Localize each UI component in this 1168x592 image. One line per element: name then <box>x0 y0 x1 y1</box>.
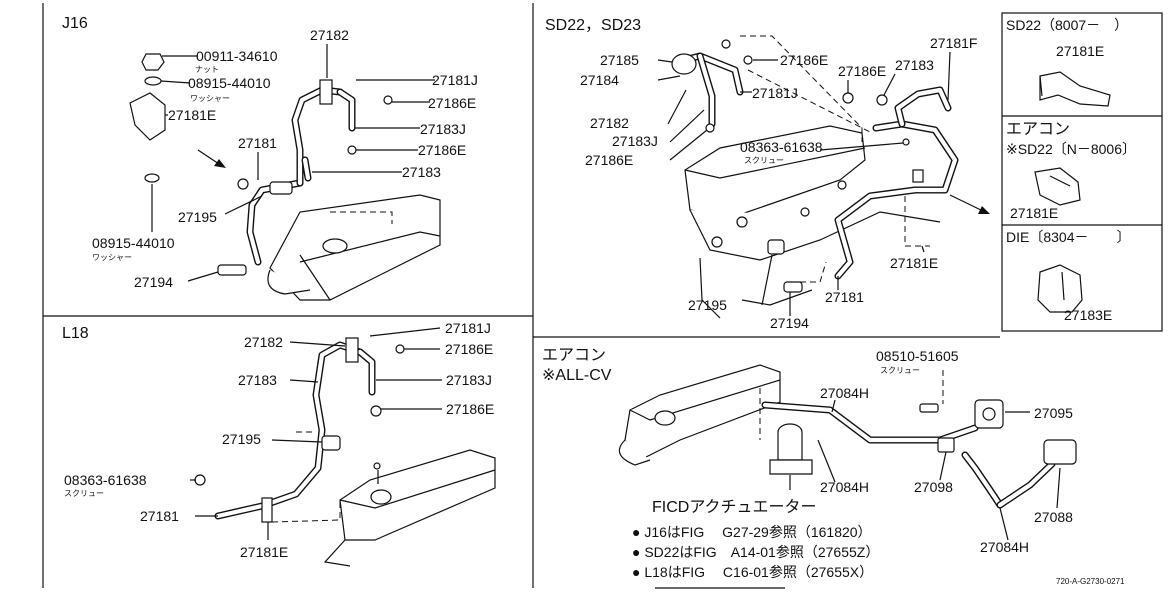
section-title-sd: SD22，SD23 <box>545 17 641 34</box>
part-label: 00911-34610 <box>196 48 278 64</box>
aircon-drawing <box>618 364 1077 541</box>
part-label: 27181J <box>432 72 478 88</box>
note-label: スクリュー <box>744 156 784 165</box>
part-label: 27194 <box>770 315 809 331</box>
part-label: 27181E <box>1010 205 1058 221</box>
reference-line: ● SD22はFIG A14-01参照（27655Z） <box>632 544 879 560</box>
part-label: 27186E <box>445 341 493 357</box>
part-label: 27185 <box>600 52 639 68</box>
side-box-subtitle: ※SD22〔N－8006〕 <box>1006 141 1136 157</box>
section-title-j16: J16 <box>62 15 88 32</box>
section-subtitle-aircon: ※ALL-CV <box>542 367 612 384</box>
part-label: 27181 <box>238 135 277 151</box>
part-label: 27195 <box>178 209 217 225</box>
ficd-title: FICDアクチュエーター <box>652 498 817 516</box>
part-label: 27183 <box>895 57 934 73</box>
l18-drawing <box>190 327 496 567</box>
part-label: 27181J <box>445 320 491 336</box>
side-boxes-drawing <box>1034 71 1111 313</box>
part-label: 27182 <box>310 27 349 43</box>
part-label: 27095 <box>1034 405 1073 421</box>
part-label: 27181E <box>890 255 938 271</box>
part-label: 27098 <box>914 479 953 495</box>
part-label: 27186E <box>585 152 633 168</box>
part-label: 27182 <box>244 334 283 350</box>
part-label: 27183 <box>402 164 441 180</box>
part-label: 27181E <box>1056 43 1104 59</box>
side-box-title: DIE〔8304－ 〕 <box>1006 229 1130 245</box>
part-label: 27183E <box>1064 307 1112 323</box>
part-label: 27181J <box>752 85 798 101</box>
part-label: 27182 <box>590 115 629 131</box>
part-label: 27183J <box>612 133 658 149</box>
j16-drawing <box>129 44 441 301</box>
part-label: 27084H <box>820 385 869 401</box>
part-label: 08363-61638 <box>64 472 147 488</box>
part-label: 27194 <box>134 274 173 290</box>
section-title-l18: L18 <box>62 325 89 342</box>
part-label: 08915-44010 <box>188 75 271 91</box>
part-label: 08510-51605 <box>876 348 959 364</box>
part-label: 27186E <box>446 401 494 417</box>
part-label: 27195 <box>688 297 727 313</box>
reference-line: ● L18はFIG C16-01参照（27655X） <box>632 564 873 580</box>
part-label: 08363-61638 <box>740 139 823 155</box>
part-label: 27181 <box>140 508 179 524</box>
part-label: 27181E <box>168 107 216 123</box>
part-label: 27181 <box>825 289 864 305</box>
part-label: 27084H <box>980 539 1029 555</box>
section-title-aircon: エアコン <box>542 347 606 364</box>
part-label: 27088 <box>1034 509 1073 525</box>
part-label: 27186E <box>428 95 476 111</box>
side-box-title: エアコン <box>1006 121 1070 138</box>
reference-line: ● J16はFIG G27-29参照（161820） <box>632 524 872 540</box>
part-label: 08915-44010 <box>92 235 175 251</box>
note-label: ワッシャー <box>190 94 230 103</box>
note-label: スクリュー <box>64 489 104 498</box>
part-label: 27195 <box>222 431 261 447</box>
part-label: 27183J <box>420 121 466 137</box>
labels: J16 00911-34610 ナット 08915-44010 ワッシャー 27… <box>62 15 1136 586</box>
part-label: 27181F <box>930 35 977 51</box>
note-label: ナット <box>195 65 219 74</box>
part-label: 27181E <box>240 544 288 560</box>
part-label: 27183 <box>238 372 277 388</box>
part-label: 27183J <box>446 372 492 388</box>
part-label: 27186E <box>838 63 886 79</box>
part-label: 27186E <box>780 52 828 68</box>
note-label: ワッシャー <box>92 253 132 262</box>
side-box-title: SD22（8007－ ） <box>1006 17 1128 33</box>
part-label: 27184 <box>580 72 619 88</box>
figure-code: 720-A-G2730-0271 <box>1056 577 1125 586</box>
part-label: 27186E <box>418 142 466 158</box>
note-label: スクリュー <box>880 366 920 375</box>
sd-drawing <box>657 35 990 319</box>
part-label: 27084H <box>820 479 869 495</box>
panel-frames <box>42 3 1163 589</box>
